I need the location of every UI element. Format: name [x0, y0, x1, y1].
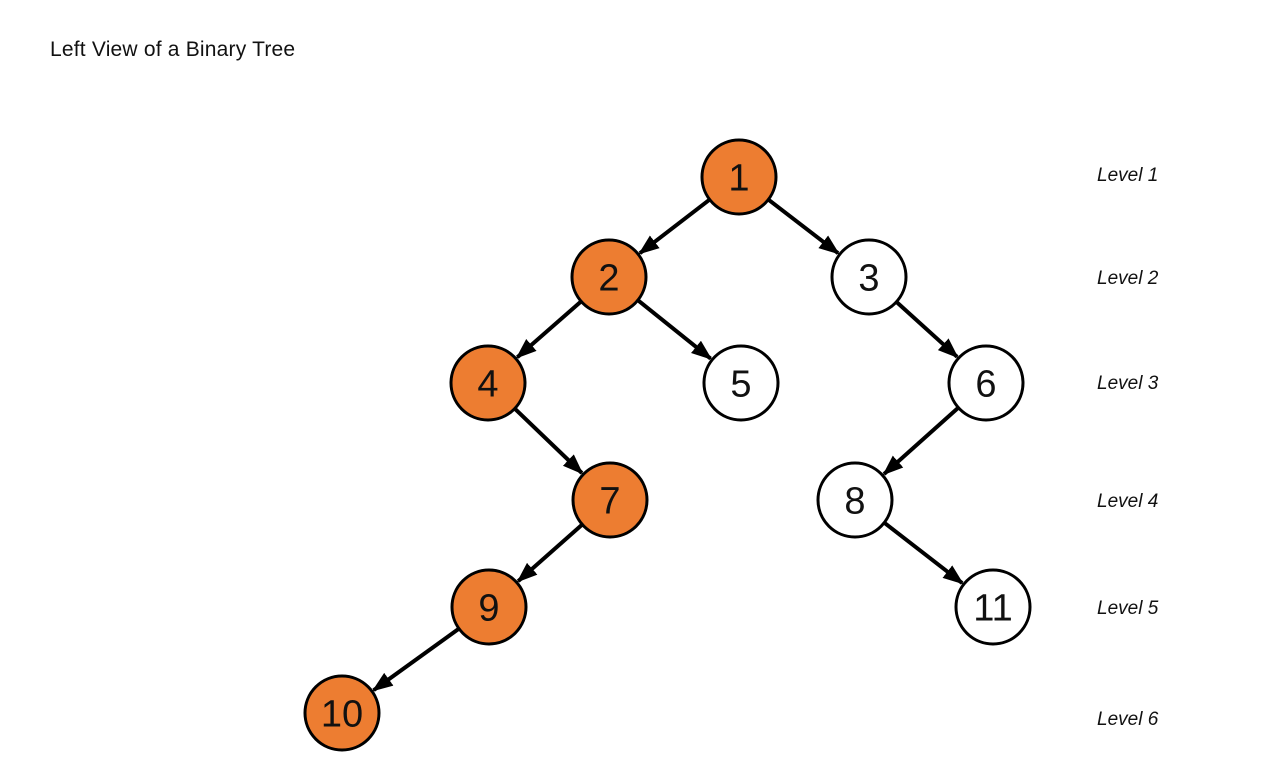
tree-node-11: 11 — [954, 568, 1032, 646]
node-circle-highlighted — [571, 461, 649, 539]
node-circle — [702, 344, 780, 422]
tree-node-10: 10 — [303, 674, 381, 752]
level-label-1: Level 1 — [1097, 165, 1158, 186]
node-circle-highlighted — [450, 568, 528, 646]
node-circle-highlighted — [449, 344, 527, 422]
tree-node-9: 9 — [450, 568, 528, 646]
tree-edge-7-9 — [516, 523, 584, 583]
level-label-5: Level 5 — [1097, 598, 1159, 619]
node-value-label: 3 — [858, 258, 879, 300]
level-label-6: Level 6 — [1097, 709, 1159, 730]
page-title: Left View of a Binary Tree — [50, 38, 296, 61]
node-value-label: 9 — [478, 588, 499, 630]
node-value-label: 5 — [730, 364, 751, 406]
node-value-label: 1 — [728, 158, 749, 200]
node-circle-highlighted — [570, 238, 648, 316]
node-value-label: 2 — [598, 258, 619, 300]
node-circle — [947, 344, 1025, 422]
node-circle-highlighted — [303, 674, 381, 752]
tree-node-3: 3 — [830, 238, 908, 316]
node-circle — [954, 568, 1032, 646]
level-label-2: Level 2 — [1097, 268, 1159, 289]
tree-node-2: 2 — [570, 238, 648, 316]
tree-edge-3-6 — [895, 300, 959, 359]
tree-node-4: 4 — [449, 344, 527, 422]
node-value-label: 6 — [975, 364, 996, 406]
tree-edge-8-11 — [883, 521, 964, 585]
tree-edge-4-7 — [513, 407, 584, 475]
tree-node-5: 5 — [702, 344, 780, 422]
node-value-label: 8 — [844, 481, 865, 523]
node-circle-highlighted — [700, 138, 778, 216]
node-value-label: 7 — [599, 481, 620, 523]
tree-edge-2-5 — [636, 298, 713, 361]
node-value-label: 4 — [477, 364, 498, 406]
tree-node-7: 7 — [571, 461, 649, 539]
tree-edge-1-2 — [638, 197, 711, 255]
tree-edge-2-4 — [515, 299, 583, 359]
node-circle — [830, 238, 908, 316]
level-label-3: Level 3 — [1097, 373, 1159, 394]
tree-edge-1-3 — [767, 197, 840, 255]
node-value-label: 11 — [973, 588, 1012, 630]
tree-node-1: 1 — [700, 138, 778, 216]
level-label-4: Level 4 — [1097, 491, 1158, 512]
tree-edge-9-10 — [371, 627, 461, 692]
node-value-label: 10 — [321, 694, 363, 736]
tree-node-8: 8 — [816, 461, 894, 539]
tree-edge-6-8 — [882, 406, 960, 476]
node-circle — [816, 461, 894, 539]
tree-node-6: 6 — [947, 344, 1025, 422]
